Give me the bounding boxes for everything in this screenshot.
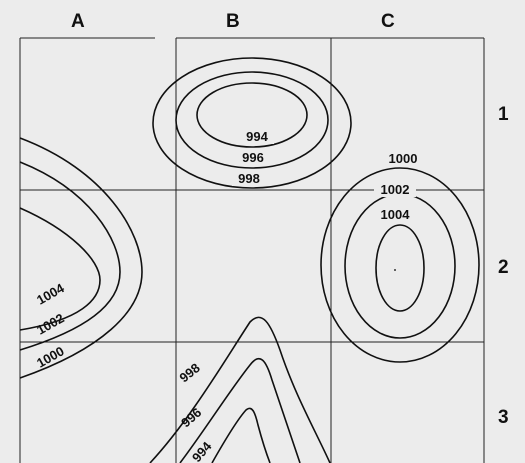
isobar-label-b3-outer: 998 <box>177 360 203 385</box>
isobar-label-1004: 1004 <box>381 207 411 222</box>
a2-labels: 1004 1002 1000 <box>34 280 67 371</box>
label-bg-994-b1 <box>240 129 274 144</box>
column-header-c: C <box>381 11 395 32</box>
b1-labels: 994 996 998 <box>232 129 274 186</box>
column-header-a: A <box>71 11 85 32</box>
isobar-998-b3 <box>149 316 331 463</box>
label-bg-996-b1 <box>236 150 270 165</box>
isobar-1002-a2 <box>19 161 121 351</box>
isobar-label-b3-middle: 996 <box>178 405 204 431</box>
isobar-996-b1 <box>175 71 329 169</box>
b3-labels: 998 996 994 <box>177 360 215 463</box>
isobar-994-b1 <box>196 82 308 148</box>
isobar-1002-c2 <box>320 167 480 363</box>
isobar-label-a2-middle: 1002 <box>34 310 67 337</box>
row-header-3: 3 <box>498 407 509 428</box>
grid <box>19 37 485 463</box>
isobar-label-996: 996 <box>242 150 264 165</box>
row-header-1: 1 <box>498 104 509 125</box>
isobar-label-994: 994 <box>246 129 268 144</box>
isobar-label-1000: 1000 <box>389 151 418 166</box>
isobar-inner-c2 <box>375 224 425 312</box>
label-bg-1000-c2 <box>382 151 424 166</box>
isobar-998-b1 <box>152 57 352 189</box>
isobar-996-b3 <box>179 357 301 463</box>
isobar-label-b3-inner: 994 <box>189 438 215 463</box>
label-bg-1004-c2 <box>374 207 416 222</box>
c2-labels: 1000 1002 1004 <box>374 151 424 222</box>
isobar-1000-a2 <box>19 137 143 379</box>
isobar-label-998: 998 <box>238 171 260 186</box>
label-bg-1002-c2 <box>374 182 416 197</box>
isobar-label-a2-inner: 1004 <box>34 280 67 308</box>
isobar-1004-a2 <box>19 207 101 331</box>
isobar-label-1002: 1002 <box>381 182 410 197</box>
label-bg-998-b1 <box>232 171 266 186</box>
row-header-2: 2 <box>498 257 509 278</box>
c2-center-dot <box>394 269 396 271</box>
isobar-994-b3 <box>211 407 271 463</box>
column-header-b: B <box>226 11 240 32</box>
